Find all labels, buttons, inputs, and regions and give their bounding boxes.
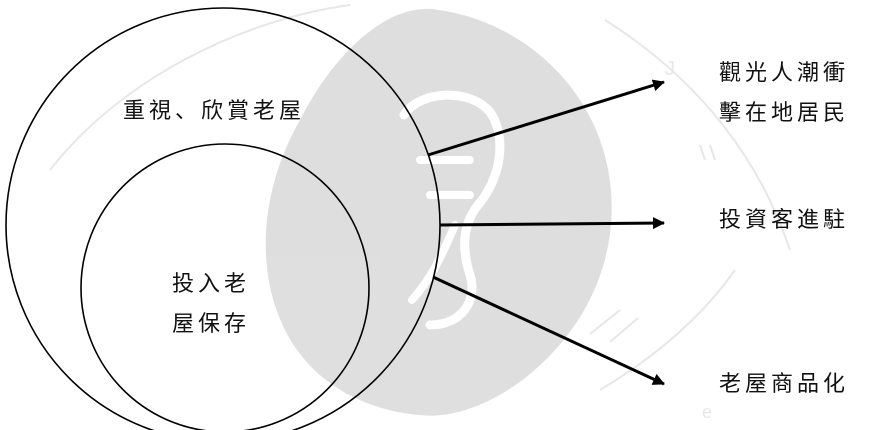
- inner-circle-label-line-2: 屋保存: [172, 312, 251, 337]
- outer-circle-label: 重視、欣賞老屋: [123, 99, 306, 124]
- arrow-to-commodification: [432, 275, 665, 386]
- arrow-to-tourism-impact: [427, 79, 665, 157]
- inner-circle: [80, 143, 370, 430]
- svg-text:e: e: [702, 402, 712, 422]
- impact-label-tourism-line-2: 擊在地居民: [719, 101, 850, 126]
- impact-label-investors: 投資客進駐: [719, 208, 850, 233]
- impact-label-commodification: 老屋商品化: [719, 372, 850, 397]
- arrow-to-investors: [439, 217, 665, 230]
- inner-circle-label-line-1: 投入老: [172, 272, 251, 297]
- inner-circle-label: 投入老 屋保存: [172, 265, 282, 345]
- impact-label-tourism-line-1: 觀光人潮衝: [719, 61, 850, 86]
- svg-text:J: J: [665, 58, 675, 80]
- impact-label-tourism: 觀光人潮衝 擊在地居民: [719, 54, 849, 134]
- university-seal-watermark: J e: [49, 4, 791, 422]
